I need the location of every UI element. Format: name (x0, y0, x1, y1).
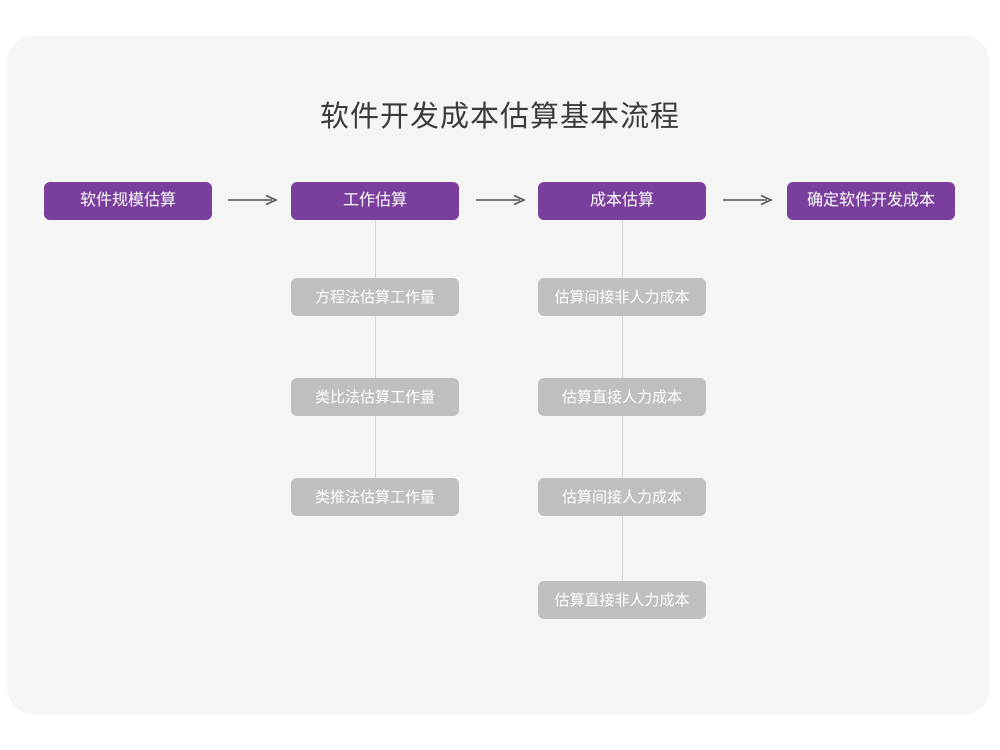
step-cost-estimation[interactable]: 成本估算 (538, 182, 706, 220)
effort-method-analogy[interactable]: 类比法估算工作量 (291, 378, 459, 416)
cost-direct-non-labor[interactable]: 估算直接非人力成本 (538, 581, 706, 619)
content-card (7, 35, 990, 715)
spine-cost-branch (622, 220, 623, 619)
arrow-3 (723, 194, 775, 208)
effort-method-extrapolation[interactable]: 类推法估算工作量 (291, 478, 459, 516)
step-effort-estimation[interactable]: 工作估算 (291, 182, 459, 220)
spine-effort-branch (375, 220, 376, 516)
cost-indirect-non-labor[interactable]: 估算间接非人力成本 (538, 278, 706, 316)
arrow-1 (228, 194, 280, 208)
step-software-scale-estimation[interactable]: 软件规模估算 (44, 182, 212, 220)
cost-indirect-labor[interactable]: 估算间接人力成本 (538, 478, 706, 516)
cost-direct-labor[interactable]: 估算直接人力成本 (538, 378, 706, 416)
arrow-2 (476, 194, 528, 208)
step-determine-development-cost[interactable]: 确定软件开发成本 (787, 182, 955, 220)
page-title: 软件开发成本估算基本流程 (319, 101, 680, 133)
effort-method-equation[interactable]: 方程法估算工作量 (291, 278, 459, 316)
